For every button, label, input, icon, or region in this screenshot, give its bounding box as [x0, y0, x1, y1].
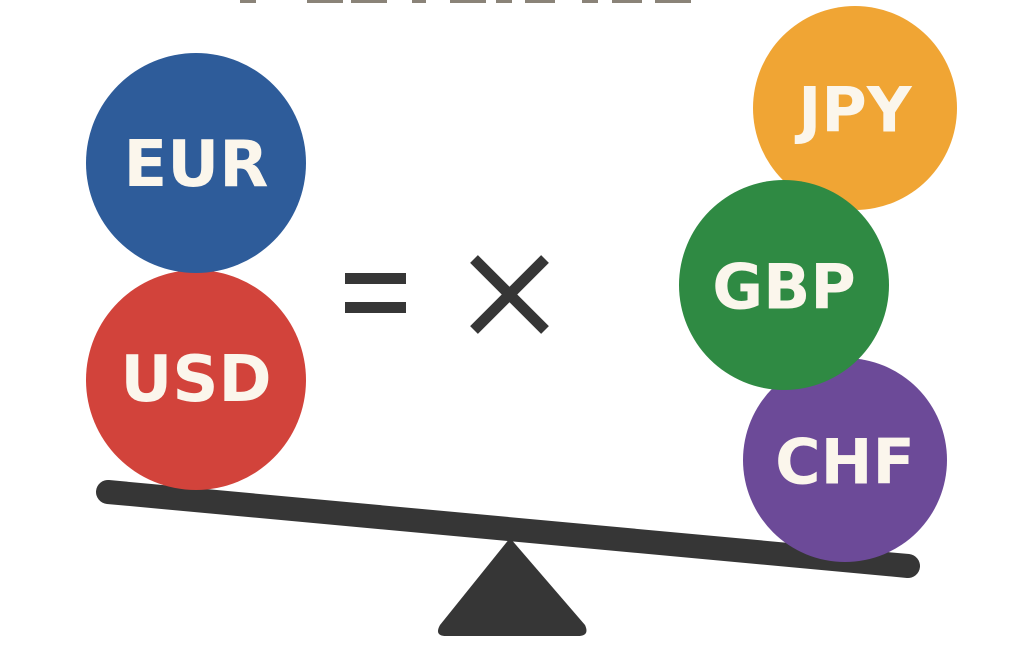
coin-usd: USD: [86, 270, 306, 490]
cropped-title-remnant: [240, 0, 691, 3]
fulcrum: [438, 538, 587, 636]
coin-label: USD: [120, 343, 271, 417]
coin-jpy: JPY: [753, 6, 957, 210]
seesaw-beam: [96, 480, 920, 578]
equals-sign: [345, 273, 406, 313]
coin-eur: EUR: [86, 53, 306, 273]
times-sign: [470, 255, 549, 334]
coin-label: GBP: [712, 251, 856, 324]
coin-gbp: GBP: [679, 180, 889, 390]
coin-label: CHF: [775, 426, 915, 499]
coin-label: JPY: [794, 74, 913, 147]
coin-chf: CHF: [743, 358, 947, 562]
coin-label: EUR: [124, 128, 269, 202]
